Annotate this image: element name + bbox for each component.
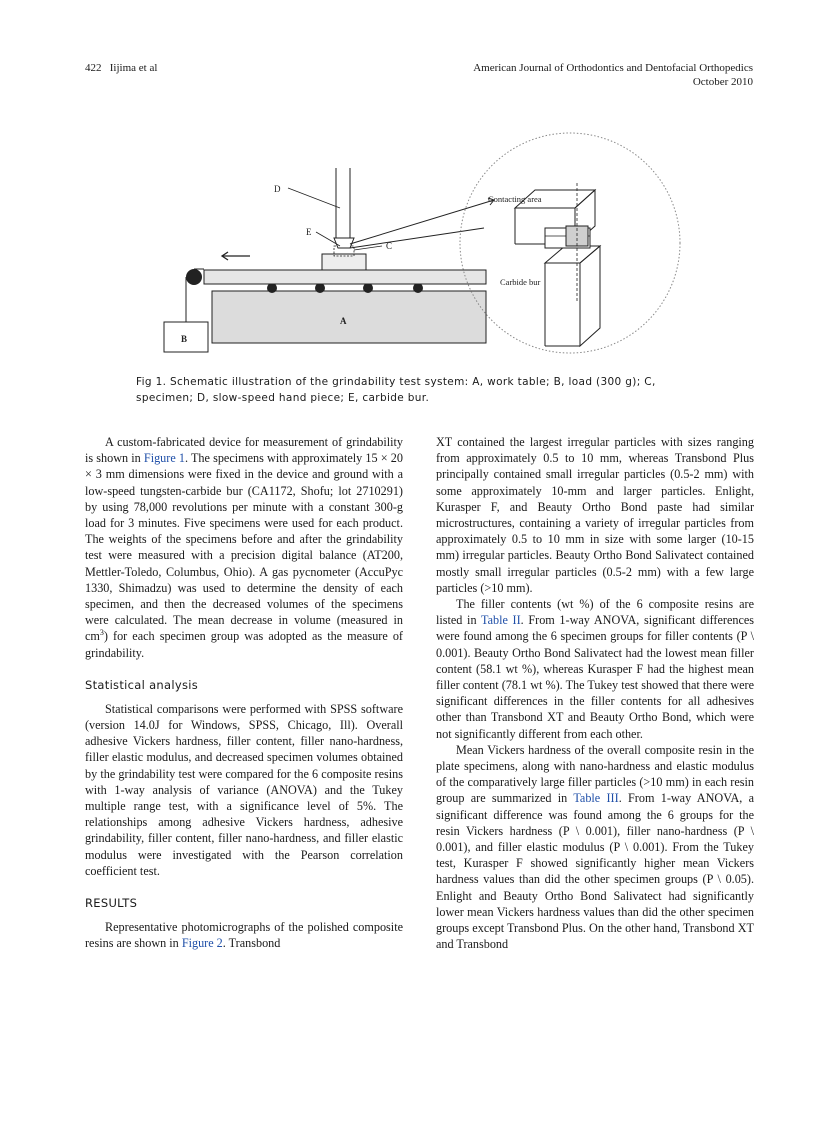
running-header-left: 422 Iijima et al bbox=[85, 61, 157, 75]
load-weight bbox=[163, 321, 209, 353]
paragraph: A custom-fabricated device for measureme… bbox=[85, 435, 403, 660]
paragraph: Mean Vickers hardness of the overall com… bbox=[436, 742, 754, 952]
roller bbox=[363, 283, 373, 293]
paragraph: The filler contents (wt %) of the 6 comp… bbox=[436, 597, 755, 741]
journal-title: American Journal of Orthodontics and Den… bbox=[473, 62, 753, 74]
paragraph: XT contained the largest irregular parti… bbox=[436, 435, 754, 595]
paragraph: Representative photomicrographs of the p… bbox=[85, 920, 403, 951]
figure-2-link[interactable]: Figure 2 bbox=[181, 936, 223, 951]
running-header-right: American Journal of Orthodontics and Den… bbox=[473, 61, 753, 89]
issue-date: October 2010 bbox=[692, 76, 753, 88]
specimen bbox=[333, 245, 355, 257]
section-heading-statistical-analysis: Statistical analysis bbox=[85, 677, 199, 692]
label-carbide-bur: Carbide bur bbox=[500, 277, 541, 287]
label-contacting-area: Contacting area bbox=[488, 194, 542, 204]
sliding-platform bbox=[203, 269, 487, 285]
work-table-base bbox=[211, 290, 487, 344]
detail-zoom-circle bbox=[459, 132, 681, 354]
figure-1-link[interactable]: Figure 1 bbox=[143, 451, 185, 466]
figure-1: A B C D E Contacting area Carbide bur bbox=[150, 128, 760, 368]
roller bbox=[315, 283, 325, 293]
hand-piece-head bbox=[333, 237, 355, 249]
left-column: A custom-fabricated device for measureme… bbox=[85, 434, 403, 951]
section-heading-results: RESULTS bbox=[85, 896, 138, 911]
paragraph: Statistical comparisons were performed w… bbox=[85, 701, 403, 878]
table-3-link[interactable]: Table III bbox=[573, 791, 619, 806]
label-e: E bbox=[306, 227, 312, 237]
table-2-link[interactable]: Table II bbox=[480, 613, 521, 628]
label-a: A bbox=[340, 316, 347, 326]
roller bbox=[413, 283, 423, 293]
label-d: D bbox=[274, 184, 281, 194]
header-authors: Iijima et al bbox=[109, 62, 158, 74]
figure-caption: Fig 1. Schematic illustration of the gri… bbox=[136, 376, 656, 404]
right-column: XT contained the largest irregular parti… bbox=[436, 434, 754, 953]
grindability-schematic: A B C D E Contacting area Carbide bur bbox=[163, 132, 681, 354]
page-number: 422 bbox=[85, 62, 102, 74]
pulley bbox=[186, 269, 202, 285]
bur-plate-lower bbox=[543, 245, 602, 264]
roller bbox=[267, 283, 277, 293]
label-b: B bbox=[181, 334, 187, 344]
specimen-holder bbox=[321, 253, 367, 271]
label-c: C bbox=[386, 241, 392, 251]
